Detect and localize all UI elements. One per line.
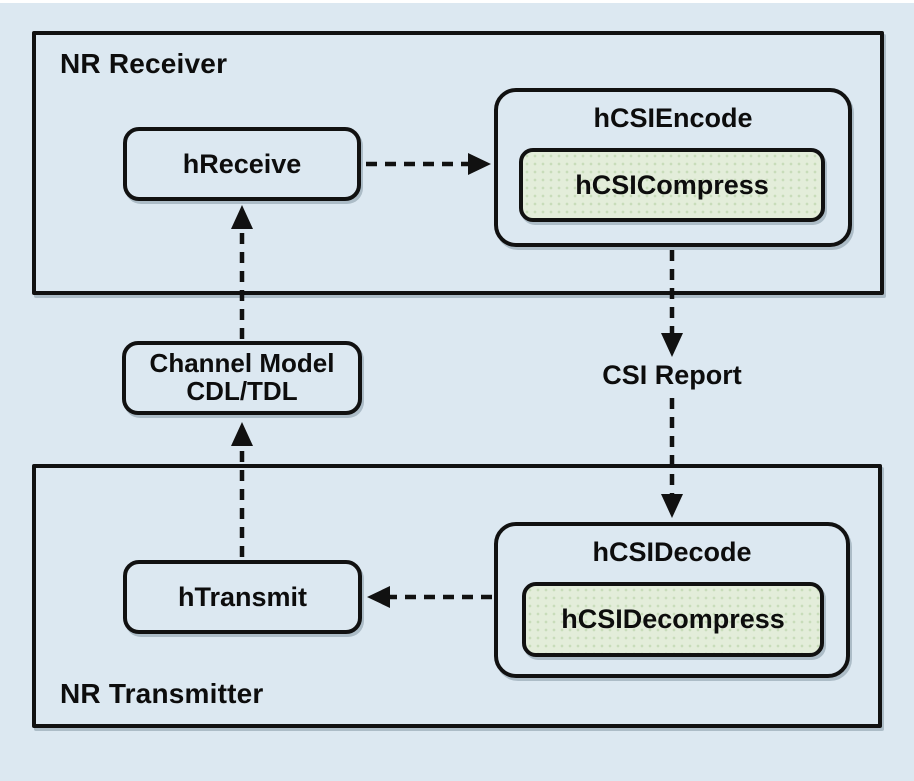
hcsidecode-title: hCSIDecode (592, 537, 752, 567)
nr-receiver-group: NR Receiver hReceive hCSIEncode hCSIComp… (32, 31, 884, 295)
nr-transmitter-title: NR Transmitter (60, 678, 264, 709)
top-border-strip (0, 0, 914, 3)
hcsidecode-box: hCSIDecode hCSIDecompress (494, 522, 850, 678)
csi-report-label: CSI Report (602, 360, 742, 390)
nr-receiver-title: NR Receiver (60, 48, 228, 79)
channel-model-line2: CDL/TDL (186, 376, 298, 406)
hcsicompress-label: hCSICompress (575, 169, 769, 200)
nr-transmitter-group: NR Transmitter hTransmit hCSIDecode hCSI… (32, 464, 882, 728)
hcsidecompress-label: hCSIDecompress (561, 604, 785, 634)
hcsidecompress-box: hCSIDecompress (522, 582, 824, 657)
hreceive-box: hReceive (123, 127, 361, 201)
htransmit-box: hTransmit (123, 560, 362, 634)
hcsiencode-title: hCSIEncode (593, 103, 753, 133)
channel-model-line1: Channel Model (149, 348, 335, 379)
hcsiencode-box: hCSIEncode hCSICompress (494, 88, 852, 247)
htransmit-label: hTransmit (177, 581, 308, 612)
hreceive-label: hReceive (182, 148, 302, 179)
hcsicompress-box: hCSICompress (519, 148, 825, 222)
channel-model-box: Channel Model CDL/TDL (122, 341, 362, 415)
